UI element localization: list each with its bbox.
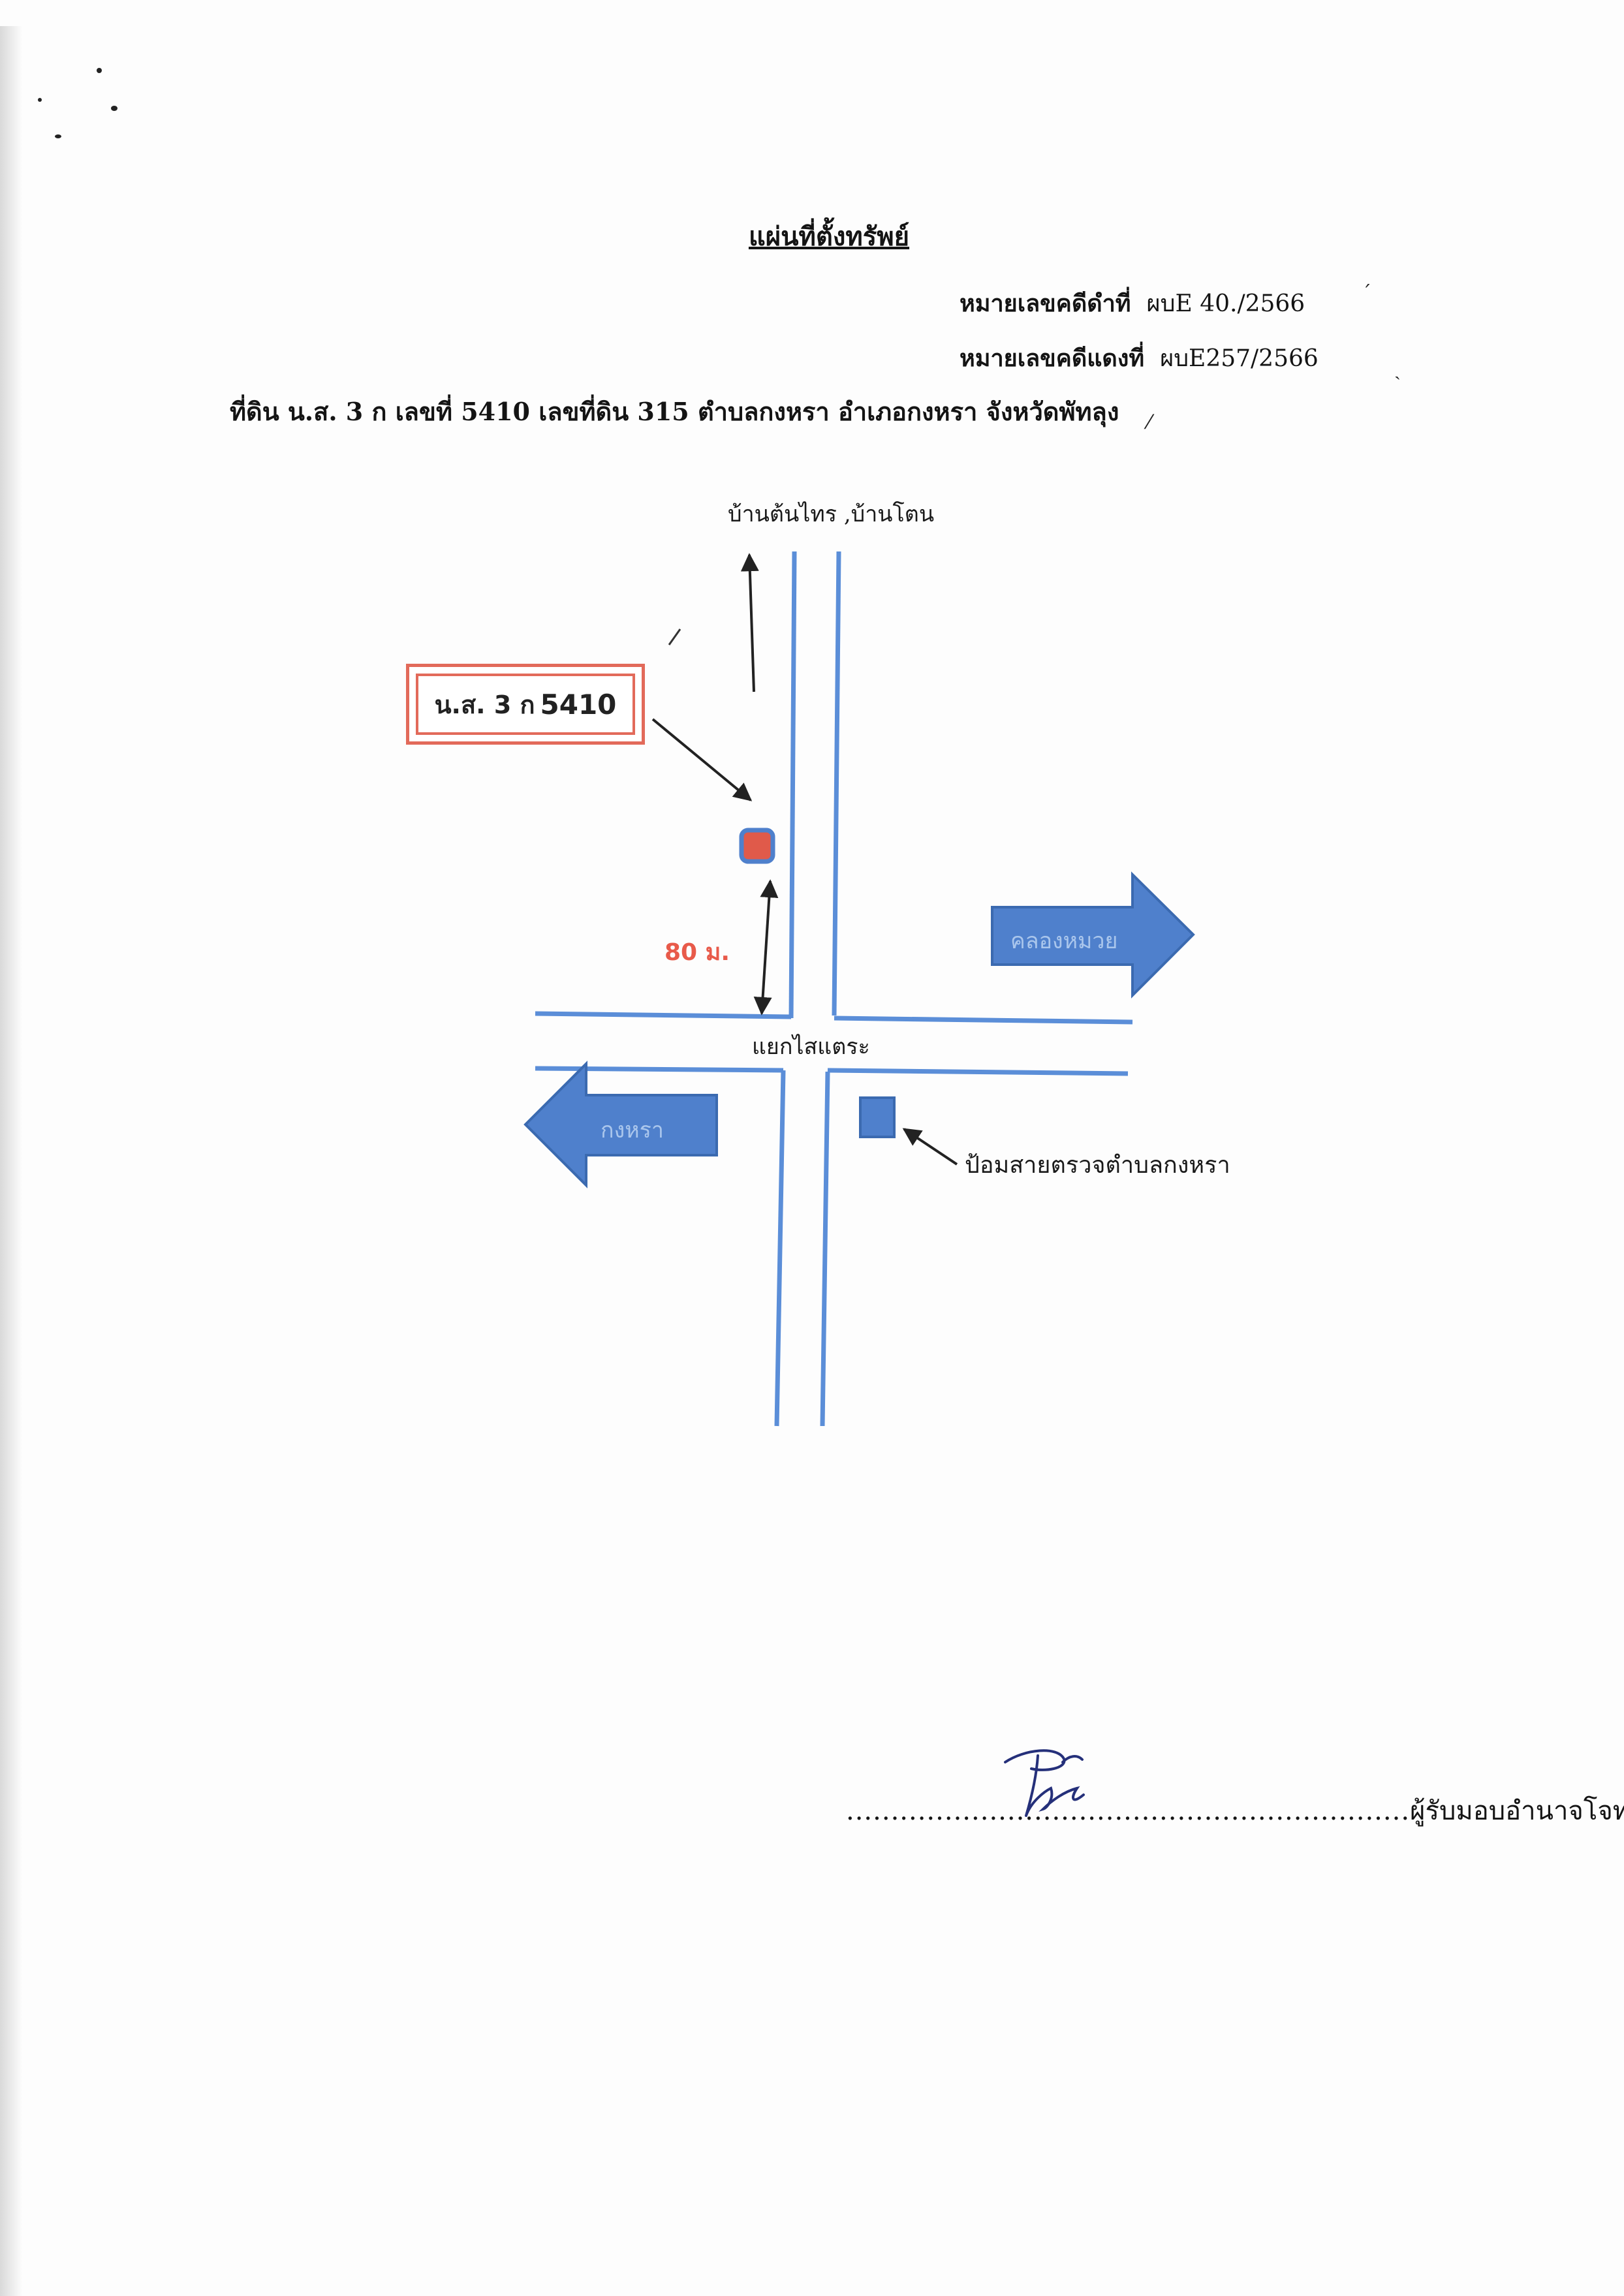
road-south-left-edge — [774, 1070, 786, 1427]
signature-role: ผู้รับมอบอำนาจโจทก์ — [1410, 1796, 1624, 1826]
parcel-label-box: น.ส. 3 ก 5410 — [406, 664, 645, 745]
parcel-label-prefix: น.ส. 3 ก — [434, 690, 535, 719]
road-east-top-edge — [834, 1016, 1133, 1025]
red-case-line: หมายเลขคดีแดงที่ ผบE257/2566 — [960, 339, 1319, 377]
document-title: แผ่นที่ตั้งทรัพย์ — [748, 221, 910, 252]
road-lines — [535, 551, 1133, 1427]
signature-scrawl — [1004, 1749, 1085, 1817]
police-box-pointer-arrow — [902, 1128, 958, 1166]
distance-arrow — [753, 879, 779, 1016]
scan-smudge — [97, 68, 102, 73]
road-west-top-edge — [535, 1011, 792, 1019]
red-case-label: หมายเลขคดีแดงที่ — [960, 345, 1145, 372]
scan-smudge — [38, 98, 42, 102]
black-case-value: ผบE 40./2566 — [1146, 290, 1305, 317]
east-arrow-shape — [991, 871, 1195, 999]
road-north-left-edge — [789, 551, 797, 1019]
scan-edge — [0, 26, 22, 2296]
east-arrow-label: คลองหมวย — [1010, 928, 1118, 954]
intersection-label: แยกไสแตระ — [752, 1034, 870, 1060]
road-south-right-edge — [820, 1071, 830, 1427]
road-north-right-edge — [832, 551, 841, 1016]
west-arrow-shape — [523, 1061, 718, 1188]
parcel-pointer-arrow — [651, 718, 753, 801]
red-case-value: ผบE257/2566 — [1160, 345, 1319, 372]
north-direction-arrow — [740, 553, 759, 692]
police-box-label: ป้อมสายตรวจตำบลกงหรา — [965, 1152, 1230, 1179]
black-case-line: หมายเลขคดีดำที่ ผบE 40./2566 — [960, 285, 1305, 322]
land-description: ที่ดิน น.ส. 3 ก เลขที่ 5410 เลขที่ดิน 31… — [230, 397, 1119, 426]
parcel-label-inner: น.ส. 3 ก 5410 — [416, 674, 635, 735]
north-destination-label: บ้านต้นไทร ,บ้านโตน — [728, 501, 935, 527]
distance-label: 80 ม. — [664, 939, 730, 966]
check-mark: ˊ — [1362, 282, 1371, 305]
west-arrow-label: กงหรา — [601, 1117, 664, 1143]
check-mark — [668, 628, 681, 645]
black-case-label: หมายเลขคดีดำที่ — [960, 290, 1131, 317]
scan-smudge — [55, 134, 61, 138]
road-west-bottom-edge — [535, 1066, 784, 1073]
signature-dots: ........................................… — [846, 1796, 1411, 1826]
scan-smudge — [111, 106, 117, 111]
parcel-label-number: 5410 — [540, 688, 617, 721]
road-east-bottom-edge — [827, 1068, 1129, 1076]
parcel-marker — [739, 828, 775, 864]
check-mark: ˏ — [1394, 358, 1401, 380]
police-box-marker — [859, 1096, 896, 1138]
signature-line: ........................................… — [846, 1790, 1624, 1831]
check-mark: ⁄ — [1148, 411, 1151, 434]
